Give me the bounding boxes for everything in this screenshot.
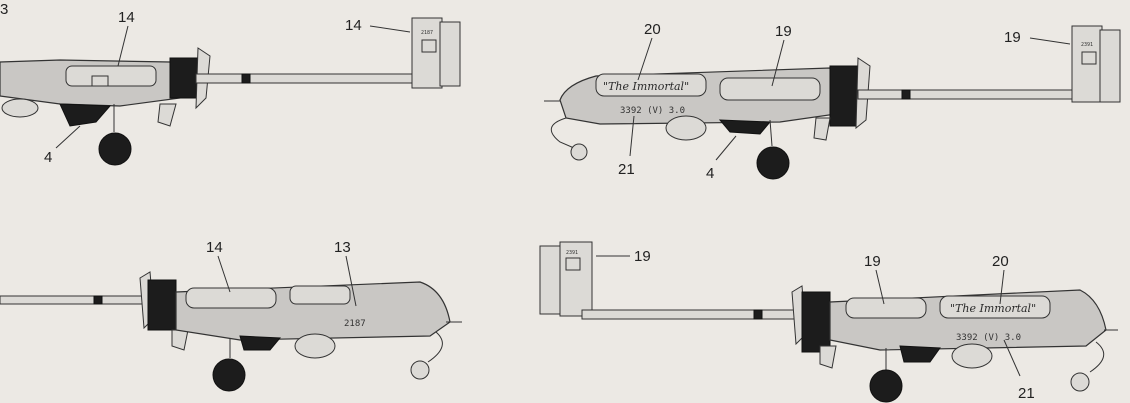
callout-21: 21 xyxy=(1018,385,1035,402)
callout-4: 4 xyxy=(44,149,52,166)
callout-14-b: 14 xyxy=(345,17,362,34)
drone-view-top-left: 2187 14 14 4 3 xyxy=(0,1,461,166)
fin-serial: 2391 xyxy=(566,250,578,256)
callout-13: 13 xyxy=(334,239,351,256)
callout-19-b: 19 xyxy=(864,253,881,270)
fin-serial: 2391 xyxy=(1081,42,1093,48)
callout-19-a: 19 xyxy=(775,23,792,40)
drone-view-top-right: "The Immortal" 3392 (V) 3.0 2391 20 19 1… xyxy=(544,21,1121,182)
callout-20: 20 xyxy=(992,253,1009,270)
callout-20: 20 xyxy=(644,21,661,38)
main-wheel xyxy=(869,369,903,403)
serial-decal: 3392 (V) 3.0 xyxy=(956,333,1021,343)
main-wheel xyxy=(756,146,790,180)
drone-view-bottom-right: 2391 "The Immortal" 3392 (V) 3.0 19 19 2… xyxy=(539,241,1118,403)
fin-serial: 2187 xyxy=(421,30,433,36)
callout-4: 4 xyxy=(706,165,714,182)
nose-art-decal: "The Immortal" xyxy=(950,302,1036,315)
serial-decal: 3392 (V) 3.0 xyxy=(620,106,685,116)
callout-19-a: 19 xyxy=(634,248,651,265)
callout-14-a: 14 xyxy=(118,9,135,26)
callout-14: 14 xyxy=(206,239,223,256)
corner-label: 3 xyxy=(0,1,8,18)
fuselage-number: 2187 xyxy=(344,319,366,329)
nose-art-decal: "The Immortal" xyxy=(603,80,689,93)
callout-21: 21 xyxy=(618,161,635,178)
main-wheel xyxy=(98,132,132,166)
main-wheel xyxy=(212,358,246,392)
callout-19-b: 19 xyxy=(1004,29,1021,46)
drone-view-bottom-left: 2187 14 13 xyxy=(0,239,462,392)
